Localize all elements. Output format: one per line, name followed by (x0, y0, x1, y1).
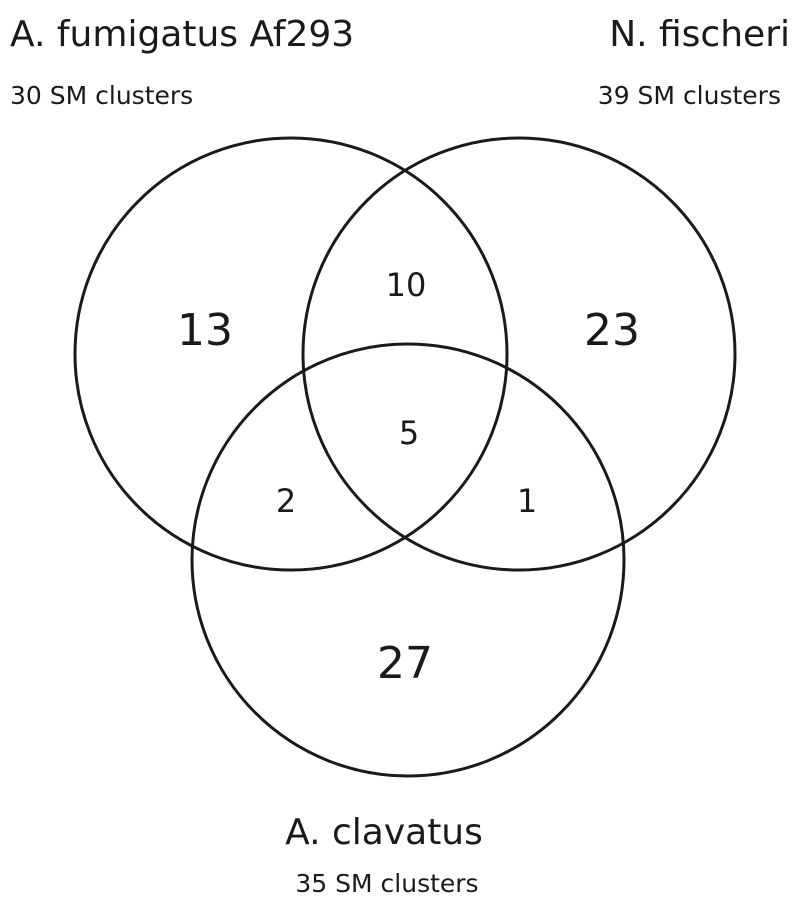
region-c-only-count: 27 (377, 638, 433, 689)
set-c-subtitle: 35 SM clusters (295, 869, 478, 898)
set-a-subtitle: 30 SM clusters (10, 81, 193, 110)
region-b-only-count: 23 (584, 305, 640, 356)
set-c-circle (190, 342, 626, 778)
region-abc-count: 5 (399, 414, 419, 452)
region-bc-count: 1 (517, 482, 537, 520)
set-c-title: A. clavatus (285, 812, 483, 853)
region-a-only-count: 13 (177, 305, 233, 356)
set-b-subtitle: 39 SM clusters (598, 81, 781, 110)
region-ab-count: 10 (386, 266, 427, 304)
set-a-title: A. fumigatus Af293 (10, 14, 354, 55)
set-b-circle (301, 136, 737, 572)
region-ac-count: 2 (276, 482, 296, 520)
set-a-circle (73, 136, 509, 572)
set-b-title: N. fischeri (609, 14, 790, 55)
